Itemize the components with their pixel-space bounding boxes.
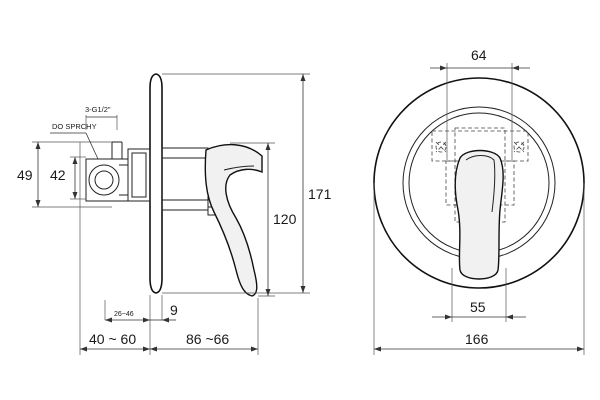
outlet-port-inner (94, 170, 114, 190)
valve-body (127, 148, 151, 202)
dim-49: 49 (17, 167, 33, 183)
dim-26-46: 26~46 (114, 311, 134, 318)
dim-166: 166 (465, 331, 489, 347)
lever-handle-front (454, 149, 504, 280)
lever-handle (204, 143, 263, 297)
dim-86-66: 86 ~66 (186, 331, 229, 347)
dim-9: 9 (170, 302, 178, 318)
outlet-port-outer (88, 164, 120, 196)
dim-64: 64 (471, 47, 487, 63)
thread-label: 3-G1/2" (85, 105, 111, 114)
outlet-connector (85, 158, 129, 202)
dim-40-60: 40 ~ 60 (89, 331, 136, 347)
dim-55: 55 (470, 299, 486, 315)
valve-body-inner (131, 152, 147, 198)
side-view: DO SPRCHY 3-G1/2" 49 42 26~46 9 40 ~ 60 (17, 73, 332, 355)
dim-42: 42 (50, 167, 66, 183)
outlet-label: DO SPRCHY (52, 122, 97, 131)
dim-120: 120 (273, 211, 297, 227)
cover-plate-profile (149, 73, 163, 294)
front-view: 64 55 166 (373, 47, 585, 355)
dim-171: 171 (308, 186, 332, 202)
cartridge-housing (161, 147, 209, 211)
hidden-valve-body (431, 130, 529, 162)
